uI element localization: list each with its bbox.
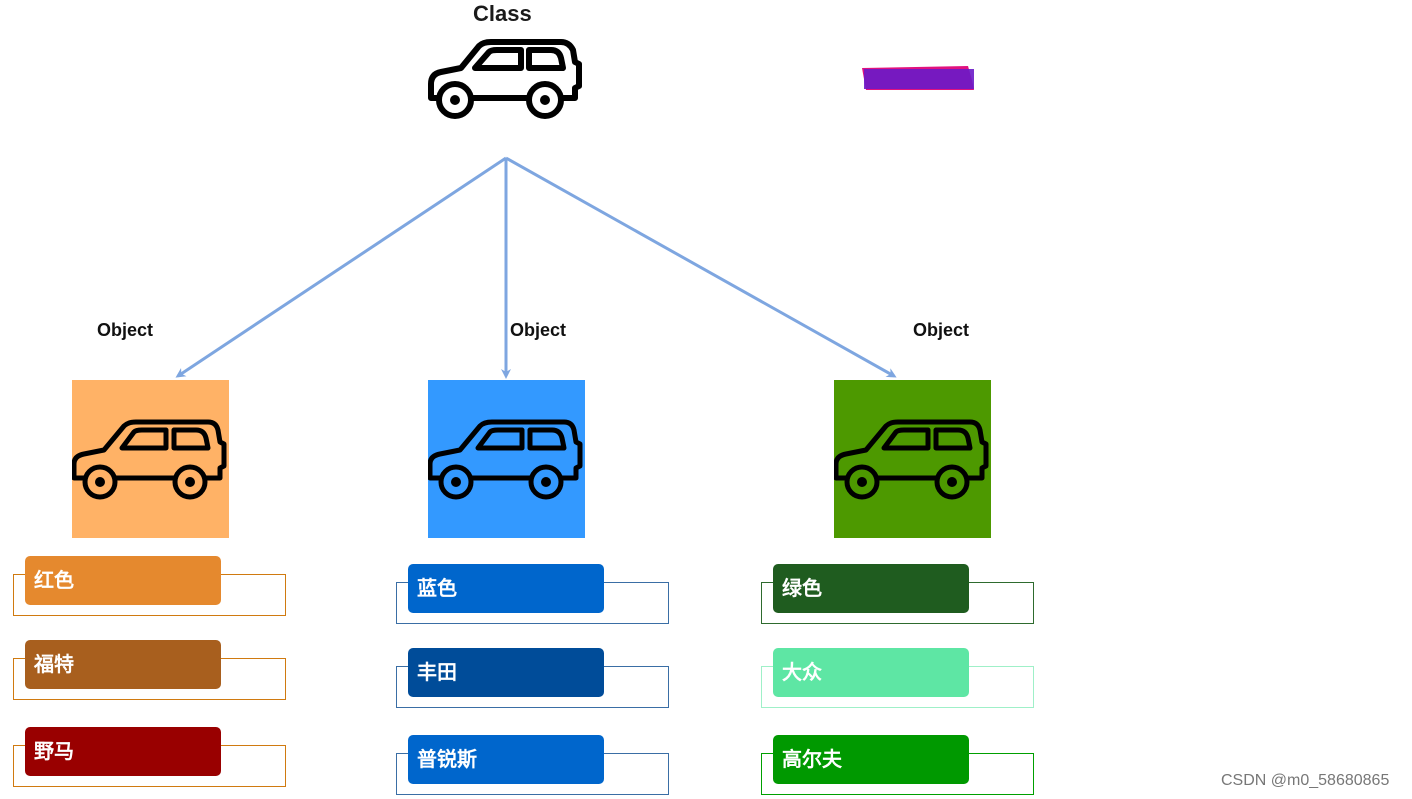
attribute-tag-model-1: 野马: [13, 727, 288, 787]
tag-label: 绿色: [773, 564, 969, 613]
attribute-tag-model-3: 高尔夫: [761, 735, 1036, 795]
inheritance-arrows: [175, 156, 897, 379]
tag-label: 福特: [25, 640, 221, 689]
tag-label: 蓝色: [408, 564, 604, 613]
redaction-scribble: [862, 66, 974, 90]
object-label-3: Object: [913, 320, 970, 340]
tag-label: 普锐斯: [408, 735, 604, 784]
tag-label: 野马: [25, 727, 221, 776]
object-card-1: [71, 380, 229, 538]
car-icon: [427, 419, 583, 500]
tag-label: 丰田: [408, 648, 604, 697]
tag-label: 大众: [773, 648, 969, 697]
arrow-right: [505, 156, 897, 378]
class-car-icon: [428, 39, 582, 119]
car-icon: [833, 419, 989, 500]
watermark: CSDN @m0_58680865: [1221, 772, 1390, 789]
attribute-tag-brand-1: 福特: [13, 640, 288, 700]
object-card-3: [833, 380, 991, 538]
attribute-tag-color-2: 蓝色: [396, 564, 671, 624]
class-title: Class: [473, 1, 532, 26]
object-card-2: [427, 380, 585, 538]
object-label-1: Object: [97, 320, 154, 340]
attribute-tag-brand-2: 丰田: [396, 648, 671, 708]
attribute-tag-model-2: 普锐斯: [396, 735, 671, 795]
attribute-tag-brand-3: 大众: [761, 648, 1036, 708]
car-icon: [71, 419, 227, 500]
tag-label: 高尔夫: [773, 735, 969, 784]
arrow-left: [175, 156, 507, 378]
attribute-tag-color-3: 绿色: [761, 564, 1036, 624]
tag-label: 红色: [25, 556, 221, 605]
object-label-2: Object: [510, 320, 567, 340]
attribute-tag-color-1: 红色: [13, 556, 288, 616]
